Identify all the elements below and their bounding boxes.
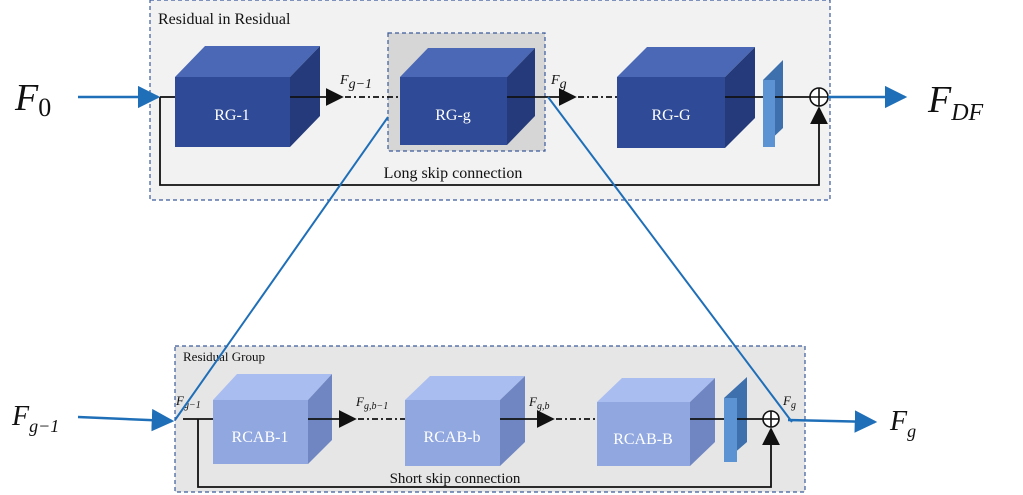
output-fdf: FDF (927, 79, 984, 126)
rir-sum-node (809, 87, 829, 107)
rg-1-block: RG-1 (175, 46, 320, 147)
output-fg: Fg (889, 406, 916, 441)
rg-sum-node (762, 410, 780, 428)
long-skip-connection (159, 97, 828, 186)
rcab-1-label: RCAB-1 (232, 429, 289, 446)
output-fg-arrow (787, 410, 878, 433)
rg-panel-title: Residual Group (183, 349, 265, 364)
input-fg-1-arrow (77, 408, 175, 432)
rcab-1-block: RCAB-1 (213, 374, 332, 464)
rg-G-label: RG-G (651, 107, 691, 124)
short-skip-label: Short skip connection (390, 471, 521, 487)
edge-label-fg-1: Fg−1 (339, 73, 372, 92)
rg-g-label: RG-g (435, 107, 471, 124)
edge-label-fg: Fg (550, 73, 567, 92)
edge-label-fgb-1: Fg,b−1 (355, 394, 388, 412)
input-fg-1: Fg−1 (11, 401, 59, 436)
edge-label-rg-fg: Fg (782, 393, 796, 411)
residual-in-residual-panel: Residual in Residual RG-1 RG-g RG-G (149, 0, 831, 201)
residual-group-panel: Residual Group RCAB-1 RCAB-b RCAB-B (174, 345, 806, 493)
rcab-b-label: RCAB-b (424, 429, 481, 446)
zoom-line-right (547, 96, 793, 423)
long-skip-label: Long skip connection (384, 165, 523, 182)
edge-label-fgb: Fg,b (528, 394, 549, 412)
rg-g-block: RG-g (400, 48, 535, 145)
rir-panel-title: Residual in Residual (158, 11, 291, 28)
rg-1-label: RG-1 (214, 107, 250, 124)
short-skip-connection (197, 419, 780, 488)
rg-G-block: RG-G (617, 47, 755, 148)
rg-conv-layer (724, 377, 747, 462)
rcab-b-block: RCAB-b (405, 376, 525, 466)
rir-conv-layer (763, 60, 783, 147)
rcab-B-block: RCAB-B (597, 378, 715, 466)
edge-label-rg-fg-1: Fg−1 (175, 393, 201, 411)
input-f0: F0 (14, 77, 51, 122)
zoom-line-left (174, 116, 389, 421)
rcab-B-label: RCAB-B (613, 431, 673, 448)
